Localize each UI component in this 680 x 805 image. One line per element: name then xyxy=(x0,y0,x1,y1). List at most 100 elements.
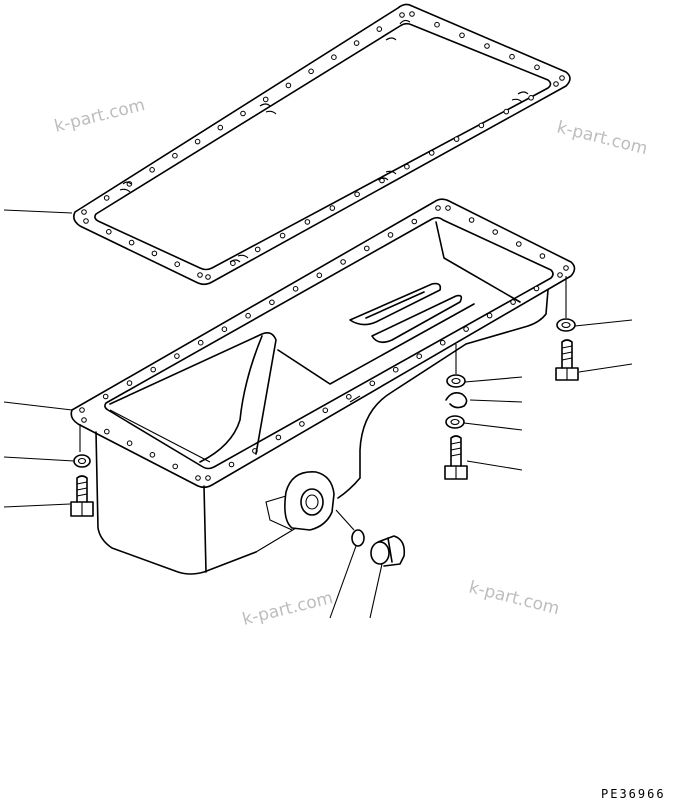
bolt-hole xyxy=(150,366,156,373)
bolt-hole xyxy=(195,475,201,481)
bolt-hole xyxy=(197,272,203,278)
bolt-hole xyxy=(269,299,275,306)
washer-left xyxy=(73,454,91,468)
bolt-hole xyxy=(262,96,269,103)
bolt-hole xyxy=(478,122,485,129)
bolt-hole xyxy=(416,353,423,360)
bolt-hole xyxy=(463,326,469,332)
bolt-middle xyxy=(444,435,468,480)
bolt-hole xyxy=(340,259,346,265)
bolt-right xyxy=(555,339,579,381)
bolt-hole xyxy=(83,218,89,224)
bolt-hole xyxy=(322,407,329,414)
bolt-hole xyxy=(102,393,109,400)
bolt-hole xyxy=(245,312,251,319)
bolt-hole xyxy=(81,417,87,423)
bolt-hole xyxy=(151,250,158,257)
bolt-hole xyxy=(516,241,522,247)
oil-pan xyxy=(70,198,576,575)
bolt-hole xyxy=(275,434,282,441)
bolt-hole xyxy=(128,239,135,246)
bolt-hole xyxy=(409,11,415,17)
bolt-hole xyxy=(254,246,261,253)
bolt-hole xyxy=(411,218,418,225)
bolt-hole xyxy=(205,274,211,280)
bolt-left xyxy=(70,475,94,517)
bolt-hole xyxy=(174,353,180,359)
bolt-hole xyxy=(557,272,563,278)
bolt-hole xyxy=(329,205,336,211)
bolt-hole xyxy=(221,326,228,333)
bolt-hole xyxy=(364,245,370,252)
bolt-hole xyxy=(331,54,337,61)
bolt-hole xyxy=(484,43,490,49)
bolt-hole xyxy=(510,299,516,305)
bolt-hole xyxy=(563,265,569,271)
bolt-hole xyxy=(172,152,178,159)
bolt-hole xyxy=(434,21,440,28)
bolt-hole xyxy=(553,81,559,87)
bolt-hole xyxy=(106,229,112,235)
washer-middle-lower xyxy=(445,415,465,429)
drain-plug xyxy=(370,535,406,567)
bolt-hole xyxy=(509,53,515,60)
watermark: k-part.com xyxy=(467,577,562,619)
bolt-hole xyxy=(79,407,85,413)
bolt-hole xyxy=(533,285,540,292)
bolt-hole xyxy=(392,366,399,373)
bolt-hole xyxy=(81,209,87,215)
bolt-hole xyxy=(104,428,110,435)
bolt-hole xyxy=(304,219,311,225)
bolt-hole xyxy=(126,440,133,447)
bolt-hole xyxy=(453,136,460,142)
bolt-hole xyxy=(174,261,180,268)
drain-plug-gasket xyxy=(351,529,365,547)
drawing-code: PE36966 xyxy=(601,787,666,801)
bolt-hole xyxy=(534,64,540,71)
watermark: k-part.com xyxy=(240,588,335,630)
bolt-hole xyxy=(316,272,323,279)
bolt-hole xyxy=(503,108,510,115)
bolt-hole xyxy=(439,339,446,346)
bolt-hole xyxy=(539,253,546,259)
bolt-hole xyxy=(194,138,201,145)
watermark: k-part.com xyxy=(52,95,147,137)
bolt-hole xyxy=(308,68,314,75)
bolt-hole xyxy=(299,421,305,427)
bolt-hole xyxy=(126,380,133,386)
bolt-hole xyxy=(486,312,493,319)
bolt-hole xyxy=(205,475,211,481)
bolt-hole xyxy=(376,26,383,32)
bolt-hole xyxy=(346,394,352,400)
bolt-hole xyxy=(279,232,286,239)
clip xyxy=(445,392,468,409)
bolt-hole xyxy=(228,461,235,468)
bolt-hole xyxy=(492,229,499,235)
watermark: k-part.com xyxy=(555,117,650,159)
bolt-hole xyxy=(353,40,360,46)
bolt-hole xyxy=(459,32,465,39)
bolt-hole xyxy=(240,110,246,117)
bolt-hole xyxy=(103,195,110,201)
bolt-hole xyxy=(468,217,475,223)
bolt-hole xyxy=(528,95,534,101)
bolt-hole xyxy=(197,339,204,346)
washer-right xyxy=(556,318,576,332)
bolt-hole xyxy=(149,452,156,458)
bolt-hole xyxy=(354,191,360,198)
oil-pan-gasket xyxy=(73,3,571,286)
bolt-hole xyxy=(445,205,451,211)
bolt-hole xyxy=(292,286,299,292)
bolt-hole xyxy=(217,124,224,131)
bolt-hole xyxy=(428,150,435,156)
bolt-hole xyxy=(369,380,376,387)
bolt-hole xyxy=(149,167,155,173)
bolt-hole xyxy=(172,463,178,470)
bolt-hole xyxy=(387,232,394,238)
bolt-hole xyxy=(285,82,292,89)
washer-middle xyxy=(446,374,466,388)
bolt-hole xyxy=(559,75,565,81)
bolt-hole xyxy=(399,12,405,18)
leader-lines xyxy=(3,209,633,619)
